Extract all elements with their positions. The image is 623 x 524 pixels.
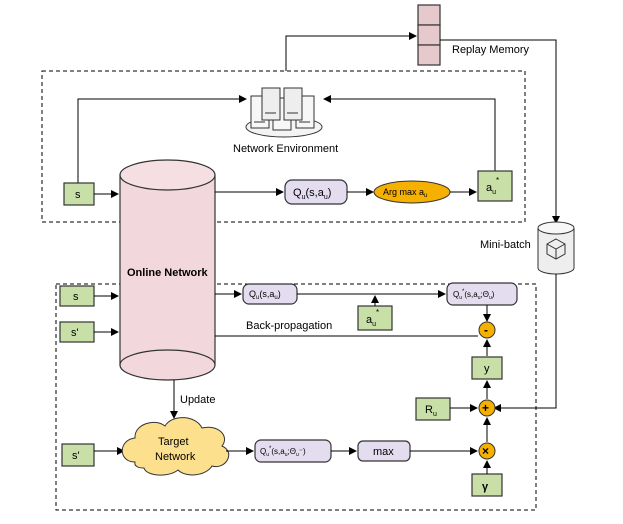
y-box	[471, 356, 503, 380]
target-network-label-line1: Target	[158, 436, 189, 448]
q-value-mid-label: Qu(s,au)	[249, 289, 281, 301]
argmax-label: Arg max au	[383, 187, 427, 199]
au-star-box-mid	[357, 305, 393, 331]
au-star-mid-label: au*	[366, 308, 379, 328]
plus-operator	[478, 399, 496, 417]
reward-box	[415, 397, 451, 421]
reward-label: Ru	[425, 404, 437, 418]
q-value-top-label: Qu(s,au)	[293, 187, 331, 201]
server-icon	[245, 87, 323, 138]
s-prime-box-bottom-label: s'	[72, 450, 80, 462]
online-network-cylinder	[119, 159, 216, 381]
mini-batch-label: Mini-batch	[480, 239, 531, 251]
q-star-box-mid	[446, 282, 518, 306]
edge-s-to-environment	[77, 95, 247, 183]
au-star-top-label: au*	[486, 176, 499, 196]
target-network-label-line2: Network	[155, 451, 196, 463]
minus-operator	[478, 321, 496, 339]
y-box-label: y	[484, 363, 490, 375]
top-dashed-region	[41, 70, 526, 223]
online-network-label: Online Network	[127, 267, 209, 279]
times-operator	[478, 442, 496, 460]
au-star-box-top	[477, 170, 513, 202]
minus-operator-label: -	[484, 323, 488, 337]
target-network-cloud	[121, 417, 230, 476]
update-label: Update	[180, 394, 215, 406]
network-environment-label: Network Environment	[233, 143, 338, 155]
q-star-bottom-label: Qu*(s,au;Θu⁻)	[260, 446, 306, 458]
bottom-dashed-region	[55, 283, 537, 511]
mini-batch-icon	[537, 221, 575, 275]
replay-memory-label: Replay Memory	[452, 44, 530, 56]
edge-au-to-environment	[323, 95, 496, 171]
edge-to-replay-memory	[285, 32, 417, 71]
max-label: max	[373, 446, 394, 458]
edge-minibatch-to-plus	[493, 274, 557, 412]
back-propagation-label: Back-propagation	[246, 320, 332, 332]
s-box-mid-label: s	[73, 291, 79, 303]
s-prime-box-mid-label: s'	[71, 327, 79, 339]
times-operator-label: ×	[482, 444, 489, 458]
plus-operator-label: +	[482, 401, 489, 415]
edge-replay-to-minibatch	[440, 39, 560, 224]
gamma-label: γ	[482, 481, 489, 493]
replay-memory-stack	[417, 4, 441, 66]
q-star-mid-label: Qu*(s,au;Θu)	[453, 289, 495, 301]
s-prime-box-bottom	[61, 443, 95, 467]
s-box-top-label: s	[75, 189, 81, 201]
